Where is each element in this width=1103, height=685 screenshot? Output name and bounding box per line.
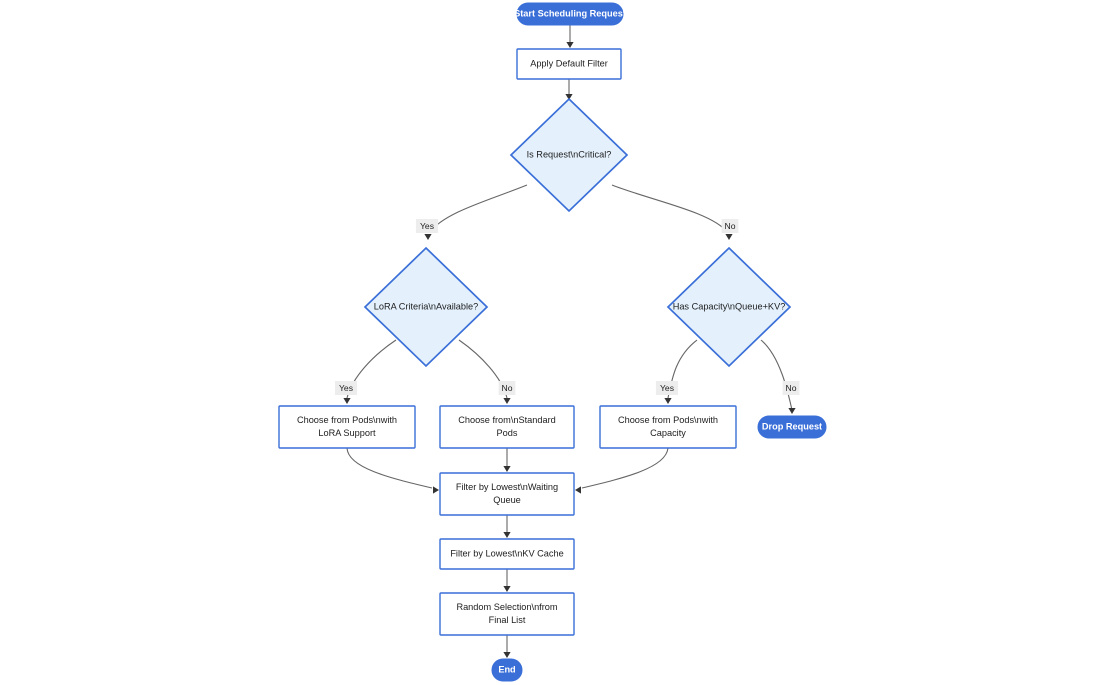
edge-label-critical-no: No — [721, 219, 739, 233]
node-label-end: End — [498, 664, 515, 674]
edge-capacity-to-drop — [760, 339, 796, 414]
node-critical[interactable]: Is Request\nCritical? — [509, 97, 629, 213]
node-label-lorapods: Choose from Pods\nwith — [297, 415, 397, 425]
node-drop[interactable]: Drop Request — [757, 415, 827, 439]
node-label-default: Apply Default Filter — [530, 58, 608, 68]
edge-label-capacity-yes: Yes — [655, 381, 679, 395]
svg-text:No: No — [502, 383, 513, 393]
node-label-stdpods: Pods — [497, 428, 518, 438]
node-label-start: Start Scheduling Request — [514, 8, 626, 18]
edge-label-lora-no: No — [498, 381, 516, 395]
node-label-lora: LoRA Criteria\nAvailable? — [374, 301, 479, 311]
node-label-drop: Drop Request — [762, 421, 822, 431]
edge-start-to-default — [566, 25, 574, 48]
edge-kvfilter-to-random — [503, 569, 511, 592]
node-capacity[interactable]: Has Capacity\nQueue+KV? — [666, 246, 792, 368]
edge-label-capacity-no: No — [782, 381, 800, 395]
node-start[interactable]: Start Scheduling Request — [514, 2, 626, 26]
svg-text:Yes: Yes — [420, 221, 434, 231]
node-default[interactable]: Apply Default Filter — [516, 48, 622, 80]
edge-critical-to-lora — [424, 184, 528, 240]
node-kvfilter[interactable]: Filter by Lowest\nKV Cache — [439, 538, 575, 570]
edge-cappods-to-queuefilter — [575, 447, 669, 494]
node-label-lorapods: LoRA Support — [318, 428, 376, 438]
node-label-kvfilter: Filter by Lowest\nKV Cache — [450, 548, 563, 558]
node-label-random: Final List — [489, 615, 526, 625]
edge-stdpods-to-queuefilter — [503, 448, 511, 472]
svg-text:No: No — [786, 383, 797, 393]
edge-label-lora-yes: Yes — [334, 381, 358, 395]
node-label-stdpods: Choose from\nStandard — [458, 415, 556, 425]
node-label-queuefilter: Filter by Lowest\nWaiting — [456, 482, 558, 492]
node-lora[interactable]: LoRA Criteria\nAvailable? — [363, 246, 489, 368]
edge-critical-to-capacity — [611, 184, 733, 240]
node-label-random: Random Selection\nfrom — [456, 602, 557, 612]
node-label-queuefilter: Queue — [493, 495, 521, 505]
edge-queuefilter-to-kvfilter — [503, 515, 511, 538]
node-end[interactable]: End — [491, 658, 523, 682]
edge-random-to-end — [503, 635, 511, 658]
svg-text:Yes: Yes — [339, 383, 353, 393]
node-label-cappods: Capacity — [650, 428, 686, 438]
edge-default-to-critical — [565, 79, 573, 100]
edge-lorapods-to-queuefilter — [346, 447, 439, 494]
edge-label-critical-yes: Yes — [415, 219, 439, 233]
svg-text:No: No — [725, 221, 736, 231]
svg-text:Yes: Yes — [660, 383, 674, 393]
node-label-cappods: Choose from Pods\nwith — [618, 415, 718, 425]
node-label-critical: Is Request\nCritical? — [527, 149, 612, 159]
node-label-capacity: Has Capacity\nQueue+KV? — [673, 301, 786, 311]
